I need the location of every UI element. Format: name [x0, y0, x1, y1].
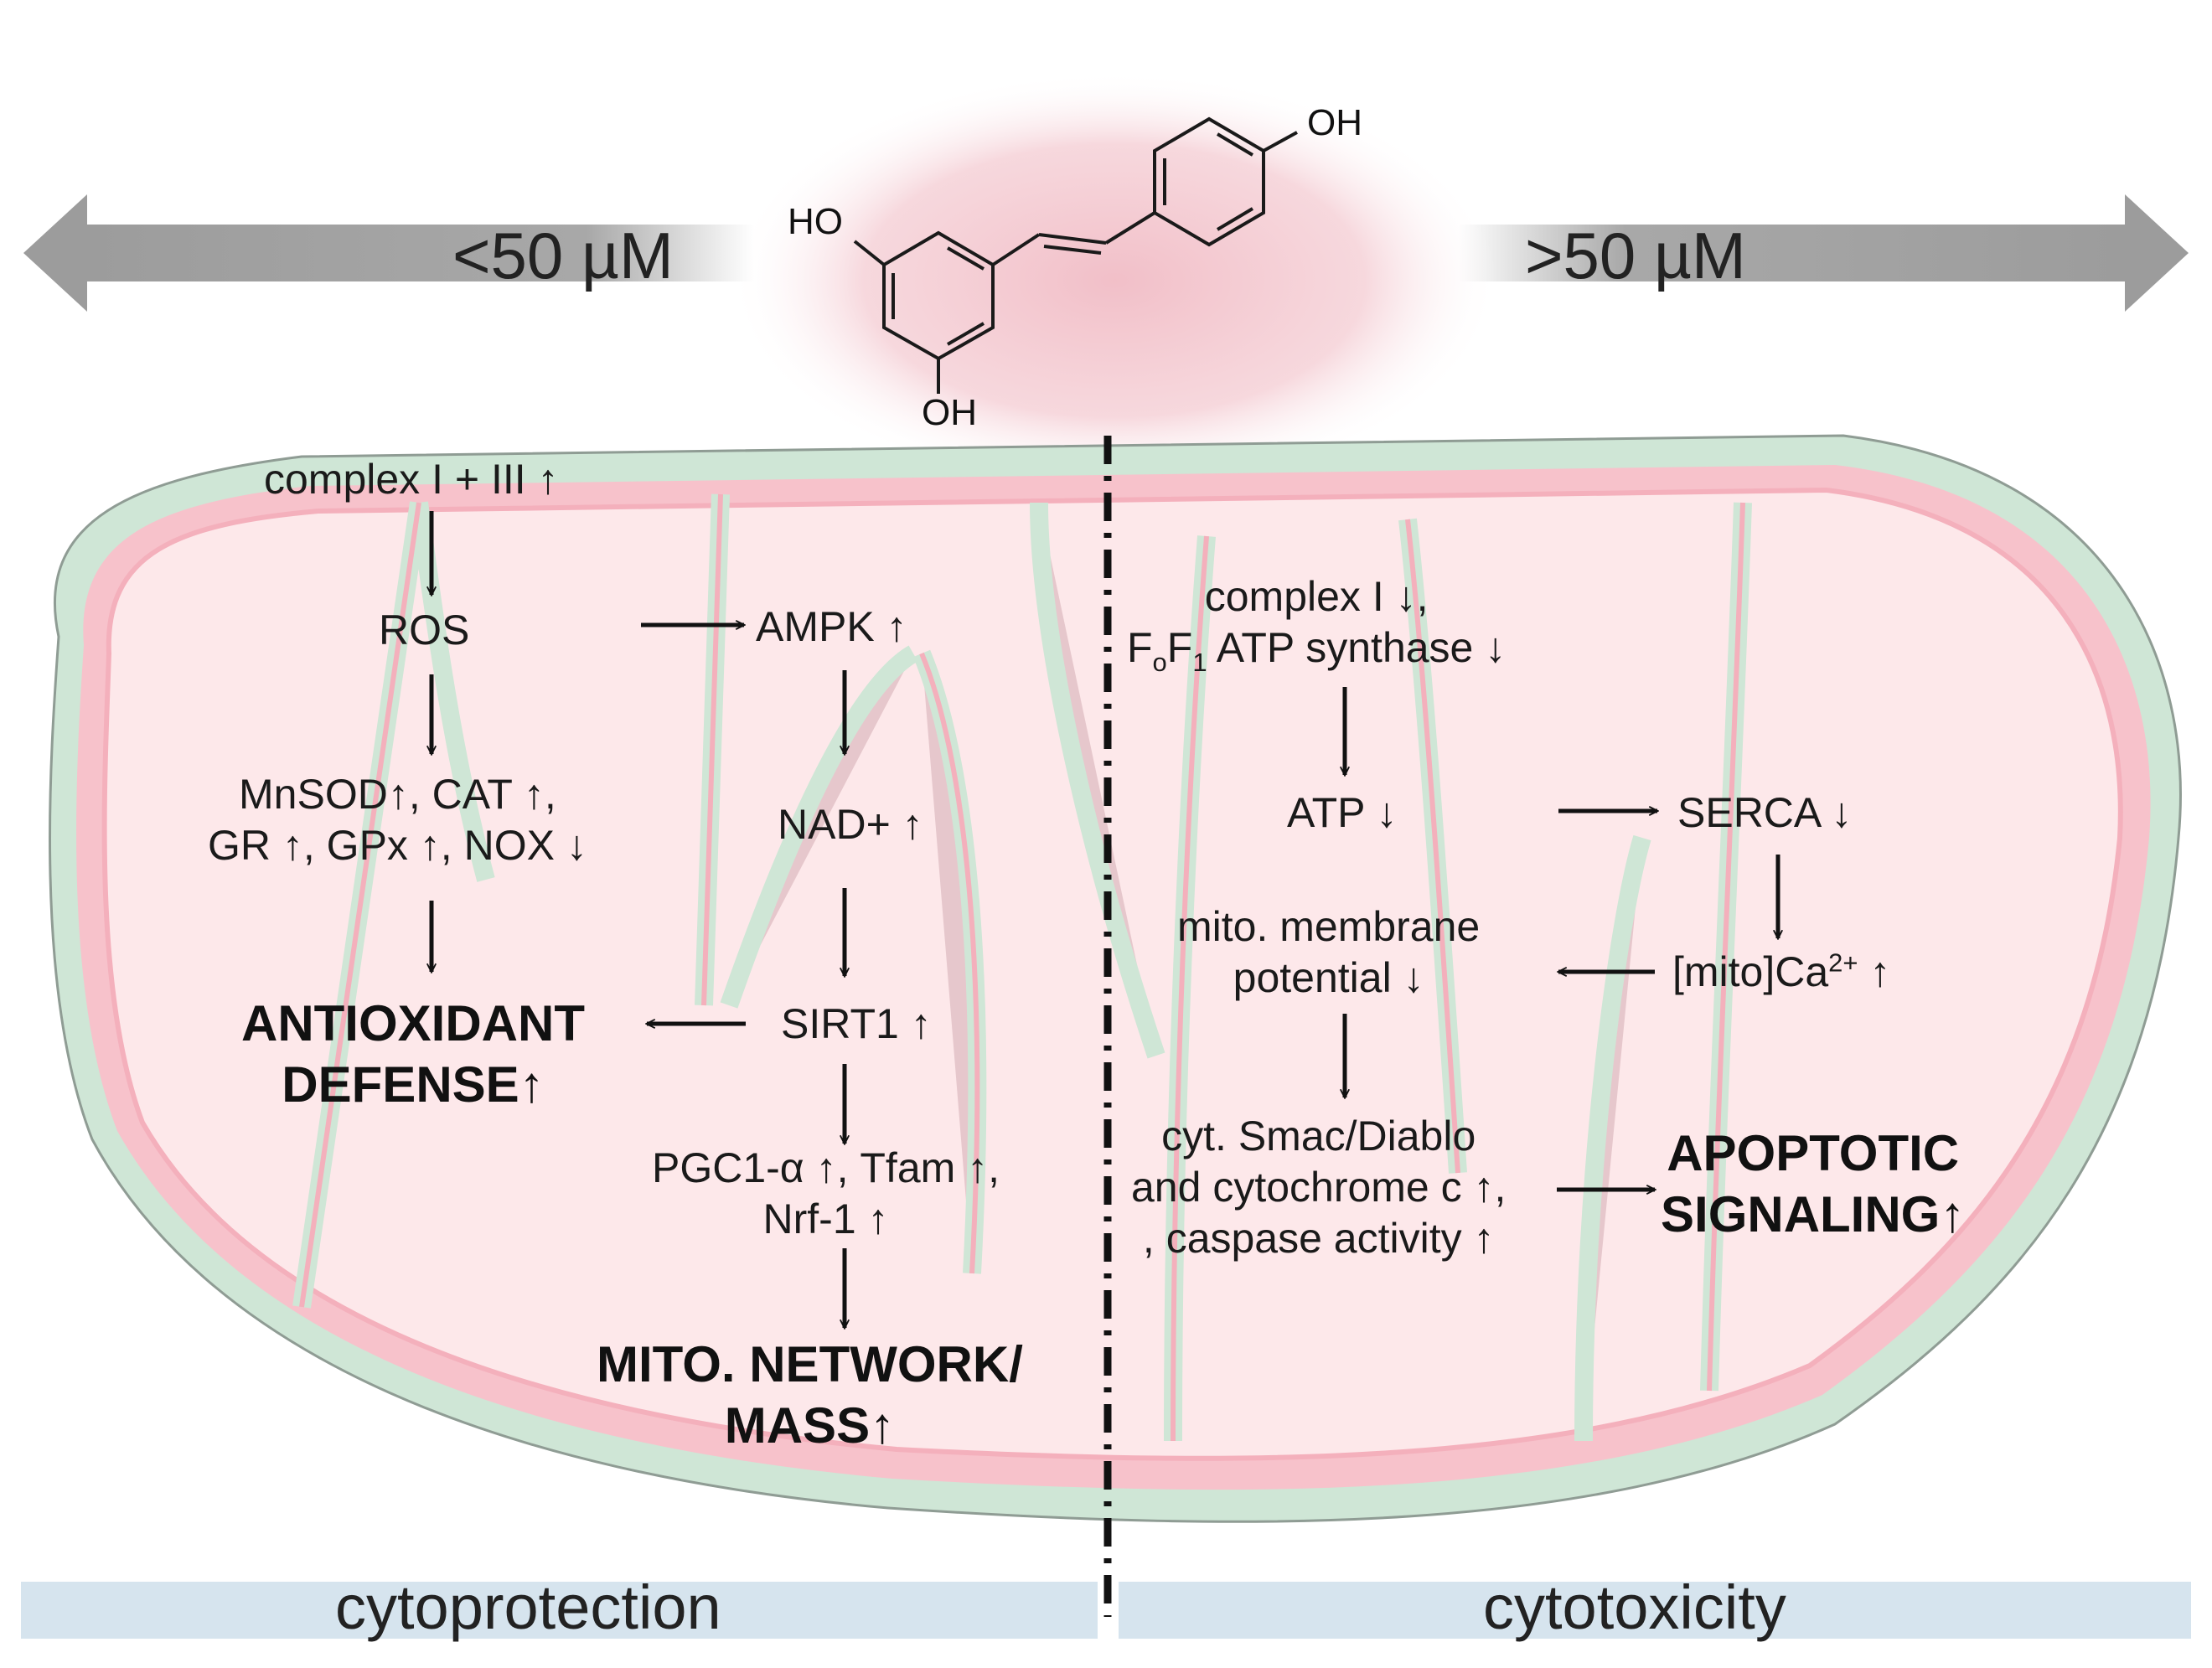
left-arrow-shaft	[84, 225, 754, 281]
right-arrow-shaft	[1458, 225, 2128, 281]
enzymes-line-2: GR ↑, GPx ↑, NOX ↓	[208, 822, 587, 869]
mito-network-label: MITO. NETWORK/ MASS↑	[597, 1334, 1023, 1456]
calcium-label: [mito]Ca2+ ↑	[1672, 948, 1891, 995]
left-complex-label: complex I + III ↑	[264, 456, 559, 503]
atp-label: ATP ↓	[1287, 789, 1398, 836]
cyt-line-1: cyt. Smac/Diablo	[1161, 1113, 1476, 1159]
right-complex-label: complex I ↓, FoF1 ATP synthase ↓	[1127, 571, 1506, 679]
antioxidant-line-1: ANTIOXIDANT	[241, 995, 585, 1051]
concentration-low-label: <50 µM	[452, 219, 674, 292]
cyt-line-2: and cytochrome c ↑,	[1131, 1164, 1507, 1211]
left-arrow-head	[23, 194, 87, 312]
molecule-glow	[729, 71, 1500, 490]
cytochrome-label: cyt. Smac/Diablo and cytochrome c ↑, , c…	[1131, 1111, 1506, 1264]
antioxidant-defense-label: ANTIOXIDANT DEFENSE↑	[241, 993, 585, 1115]
right-complex-line-1: complex I ↓,	[1204, 573, 1429, 620]
antioxidant-line-2: DEFENSE↑	[282, 1056, 545, 1113]
concentration-arrow	[23, 194, 2189, 312]
cyt-line-3: , caspase activity ↑	[1142, 1215, 1495, 1262]
enzymes-line-1: MnSOD↑, CAT ↑,	[239, 771, 556, 818]
molecule-oh-top: OH	[1307, 102, 1362, 143]
ros-label: ROS	[379, 607, 470, 653]
nad-label: NAD+ ↑	[778, 801, 923, 848]
cytoprotection-label: cytoprotection	[335, 1572, 721, 1642]
enzymes-label: MnSOD↑, CAT ↑, GR ↑, GPx ↑, NOX ↓	[208, 769, 587, 871]
concentration-high-label: >50 µM	[1525, 219, 1746, 292]
serca-label: SERCA ↓	[1677, 789, 1853, 836]
cytotoxicity-label: cytotoxicity	[1483, 1572, 1786, 1642]
molecule-oh-left: HO	[788, 201, 843, 242]
molecule-oh-bottom: OH	[922, 392, 977, 433]
mitochondrion	[49, 434, 2182, 1523]
pgc-line-2: Nrf-1 ↑	[762, 1195, 889, 1242]
ampk-label: AMPK ↑	[756, 603, 907, 650]
apoptotic-signaling-label: APOPTOTIC SIGNALING↑	[1661, 1123, 1965, 1245]
resveratrol-molecule	[853, 116, 1298, 394]
sirt1-label: SIRT1 ↑	[781, 1000, 932, 1047]
apoptotic-line-1: APOPTOTIC	[1667, 1125, 1960, 1181]
footer-band-right	[1119, 1582, 2191, 1639]
matrix	[101, 487, 2123, 1461]
pgc-line-1: PGC1-α ↑, Tfam ↑,	[652, 1144, 1000, 1191]
flow-arrows	[432, 511, 1778, 1328]
right-arrow-head	[2125, 194, 2189, 312]
membrane-line-2: potential ↓	[1233, 954, 1424, 1001]
apoptotic-line-2: SIGNALING↑	[1661, 1186, 1966, 1243]
pgc-label: PGC1-α ↑, Tfam ↑, Nrf-1 ↑	[652, 1143, 1000, 1245]
mito-network-line-2: MASS↑	[724, 1397, 896, 1454]
footer-band-left	[21, 1582, 1098, 1639]
membrane-potential-label: mito. membrane potential ↓	[1177, 901, 1480, 1004]
mito-network-line-1: MITO. NETWORK/	[597, 1336, 1023, 1392]
cristae-highlight	[299, 493, 1745, 1442]
right-complex-line-2: FoF1 ATP synthase ↓	[1127, 624, 1507, 677]
membrane-line-1: mito. membrane	[1177, 903, 1481, 950]
